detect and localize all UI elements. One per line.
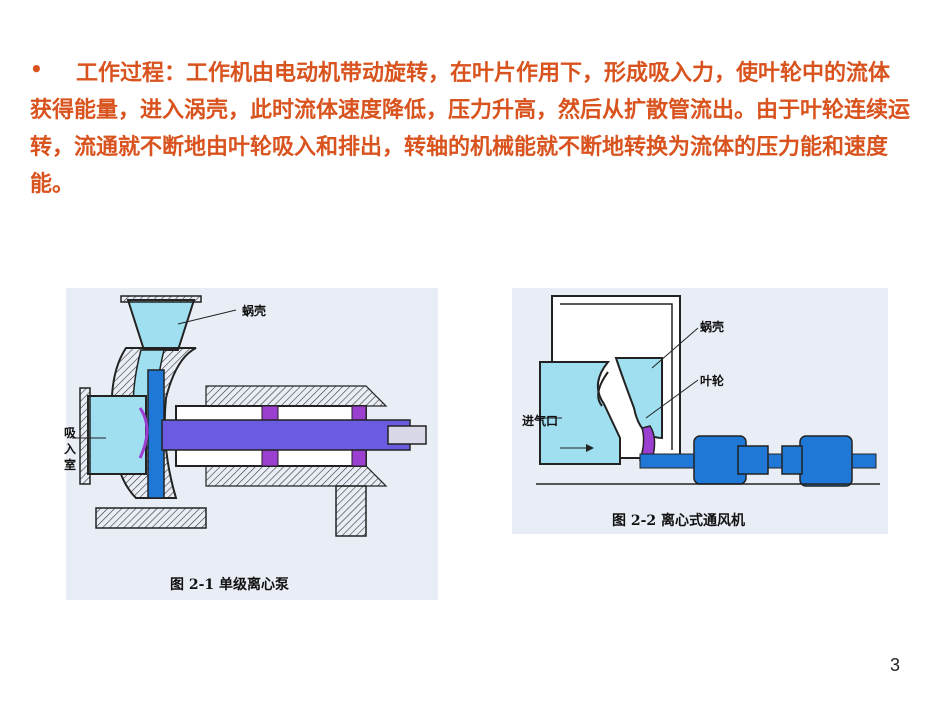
label-volute: 蜗壳 — [700, 320, 725, 334]
figure-pump: 蜗壳 吸 入 室 图 2-1 单级离心泵 — [64, 288, 438, 600]
body-paragraph: • 工作过程：工作机由电动机带动旋转，在叶片作用下，形成吸入力，使叶轮中的流体获… — [30, 55, 910, 203]
bullet-marker: • — [30, 57, 43, 81]
figure2-caption: 图 2-2 离心式通风机 — [612, 513, 746, 529]
page-number: 3 — [889, 655, 900, 675]
label-suction-3: 室 — [64, 458, 77, 472]
paragraph-text: 工作过程：工作机由电动机带动旋转，在叶片作用下，形成吸入力，使叶轮中的流体获得能… — [30, 61, 911, 197]
figure-fan: 蜗壳 叶轮 进气口 图 2-2 离心式通风机 — [512, 288, 888, 534]
label-suction-2: 入 — [64, 442, 77, 456]
label-inlet: 进气口 — [522, 414, 559, 428]
pump-drawing — [72, 295, 427, 537]
label-impeller: 叶轮 — [700, 374, 725, 388]
fan-drawing — [536, 295, 880, 487]
label-suction-1: 吸 — [64, 426, 77, 440]
figure1-caption: 图 2-1 单级离心泵 — [170, 577, 290, 593]
label-volute: 蜗壳 — [242, 304, 267, 318]
